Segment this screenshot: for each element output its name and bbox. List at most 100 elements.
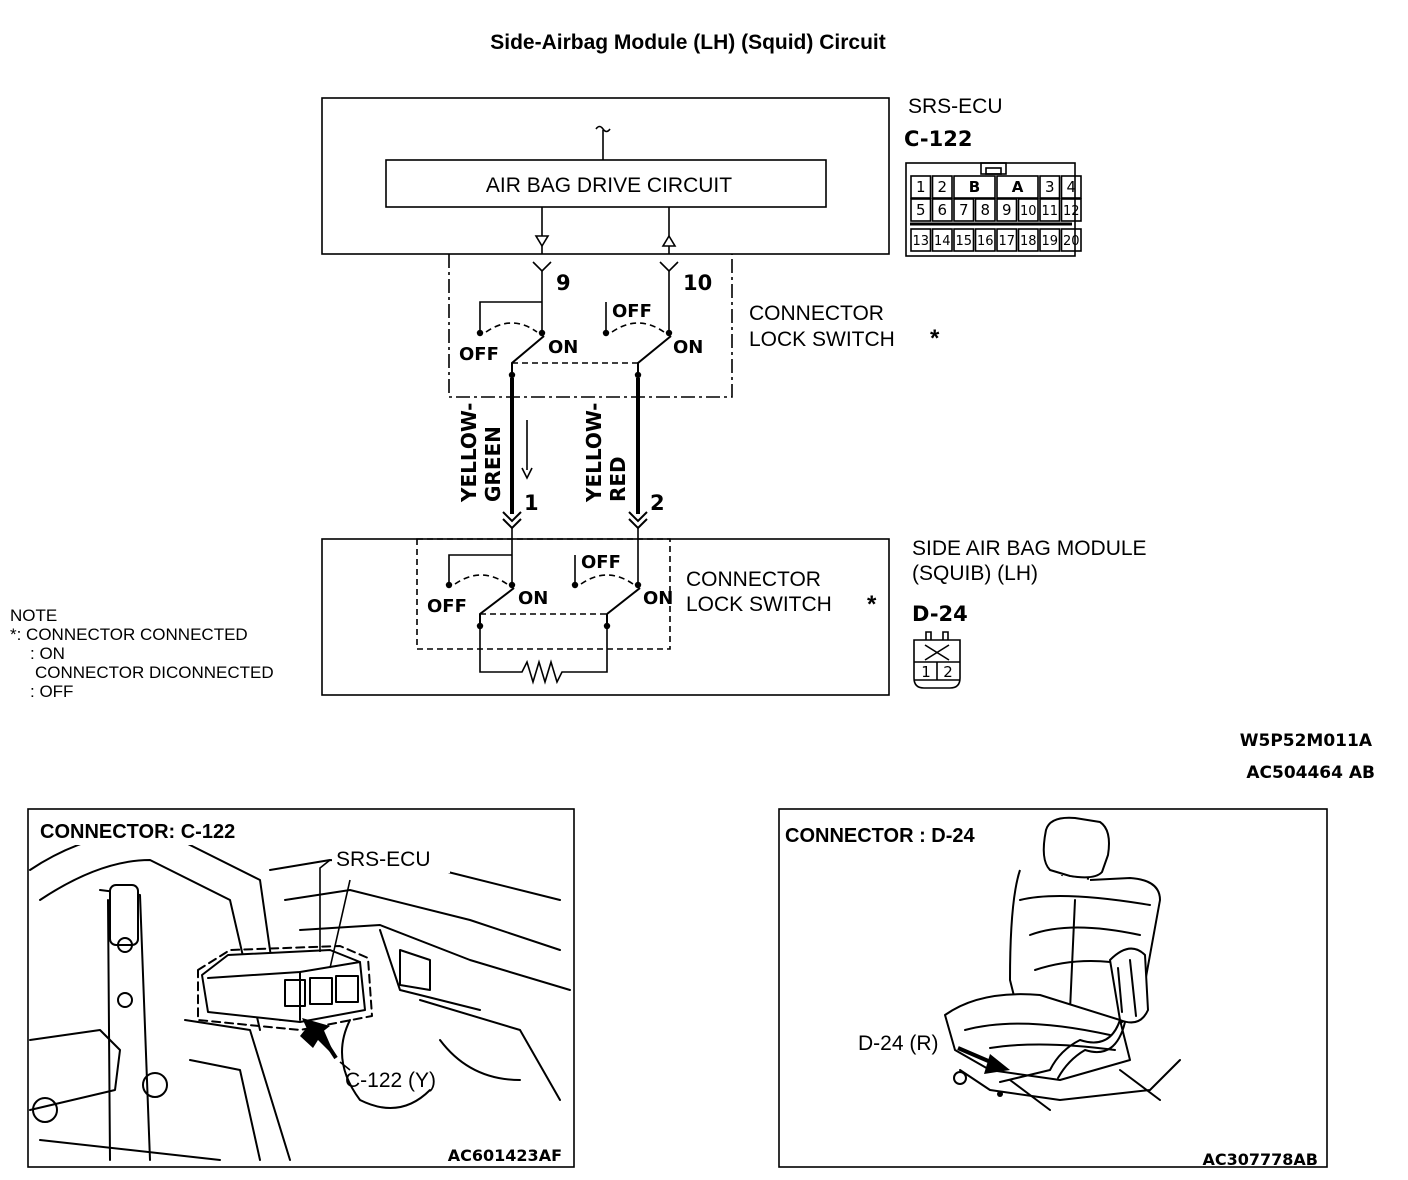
lower-on-label-b: ON [643,588,673,609]
c122-pin-cell [1039,198,1061,222]
upper-switch-b [602,271,673,379]
c122-pin-cell [996,228,1018,252]
view-c122-code: AC601423AF [448,1146,562,1165]
module-connector-label: D-24 [912,602,968,626]
callout-d24-connector: D-24 (R) [858,1032,939,1055]
note-line-3: CONNECTOR DICONNECTED [35,663,274,682]
page-title: Side-Airbag Module (LH) (Squid) Circuit [490,31,885,54]
wire-left-color-line2: GREEN [481,426,505,502]
location-view-c122: CONNECTOR: C-122 SRS-ECU C-122 (Y) AC601… [27,808,575,1168]
note-line-4: : OFF [30,682,73,701]
ecu-name-label: SRS-ECU [908,95,1003,118]
upper-on-label-b: ON [673,337,703,358]
lower-on-label-a: ON [518,588,548,609]
wire-pin-1-label: 1 [524,491,539,515]
view-d24-code: AC307778AB [1203,1150,1319,1169]
c122-pin-cell [1060,228,1082,252]
d24-blocked-cavity-icon [924,644,950,661]
c122-pin-cell [1017,228,1039,252]
lower-star-marker: * [867,591,877,618]
terminal-10-label: 10 [683,271,712,295]
terminal-10-splice-icon [659,261,679,273]
d24-pin-2: 2 [943,663,953,681]
current-flow-arrow-icon [521,467,533,480]
drive-circuit-box [385,159,827,208]
power-tilde-icon [595,125,611,133]
lower-switch-b [571,528,642,630]
c122-pin-9: 9 [1002,201,1012,219]
module-outline [321,538,890,696]
arrow-down-icon [534,235,550,248]
srs-ecu-block: AIR BAG DRIVE CIRCUIT [321,97,890,255]
c122-pin-cell [931,175,953,199]
side-airbag-module-icon [1109,947,1149,1024]
upper-lock-switch-label-1: CONNECTOR [749,302,884,325]
c122-pin-1: 1 [916,178,926,196]
wire-2-connector-icon [628,511,648,530]
note-line-1: *: CONNECTOR CONNECTED [10,625,248,644]
wire-right-color-line1: YELLOW- [582,403,606,503]
squib-resistor-icon [479,626,608,685]
figure-code: AC504464 AB [1246,763,1375,783]
upper-off-label-a: OFF [459,344,499,365]
view-d24-title: CONNECTOR : D-24 [785,825,976,847]
terminal-9-label: 9 [556,271,571,295]
d24-pin-1: 1 [921,663,931,681]
c122-pin-10: 10 [1020,204,1037,219]
c122-pin-cell [910,198,932,222]
terminal-9-splice-icon [532,261,552,273]
c122-pin-cell [1060,198,1082,222]
c122-pin-cell [996,175,1039,199]
c122-pin-13: 13 [912,234,929,249]
callout-c122-connector: C-122 (Y) [345,1069,436,1092]
c122-pin-B: B [969,178,980,196]
wire-left-color-line1: YELLOW- [457,403,481,503]
c122-pin-18: 18 [1020,234,1037,249]
upper-on-label-a: ON [548,337,578,358]
c122-pin-8: 8 [980,201,990,219]
c122-pin-5: 5 [916,201,926,219]
lower-lock-switch-label-2: LOCK SWITCH [686,593,832,616]
c122-pin-16: 16 [977,234,994,249]
upper-star-marker: * [930,325,940,352]
seat-headrest-icon [1042,816,1110,879]
wire-right-color-line2: RED [606,456,630,502]
c122-pin-cell [953,228,975,252]
c122-pin-cell [953,198,975,222]
note-block: NOTE *: CONNECTOR CONNECTED : ON CONNECT… [10,606,274,701]
ecu-connector-label: C-122 [904,127,972,151]
lower-off-label-b: OFF [581,552,621,573]
c122-pin-15: 15 [955,234,972,249]
c122-pin-cell [910,175,932,199]
arrow-up-icon [661,234,677,247]
diagram-code: W5P52M011A [1240,731,1373,751]
c122-pin-cell [931,198,953,222]
c122-pin-cell [953,175,996,199]
c122-pin-20: 20 [1063,234,1080,249]
view-c122-title: CONNECTOR: C-122 [40,821,235,843]
c122-pin-12: 12 [1063,204,1080,219]
module-name-line1: SIDE AIR BAG MODULE [912,537,1147,560]
wire-pin-2-label: 2 [650,491,665,515]
srs-ecu-highlight-outline [197,945,373,1031]
callout-srs-ecu: SRS-ECU [336,848,431,871]
upper-switch-boundary [448,254,733,398]
c122-pin-cell [1017,198,1039,222]
view-d24-frame [778,808,1328,1168]
c122-pin-cell [1060,175,1082,199]
drive-circuit-label: AIR BAG DRIVE CIRCUIT [486,174,732,197]
view-c122-frame [27,808,575,1168]
upper-lock-switch-label-2: LOCK SWITCH [749,328,895,351]
connector-pointer-arrow-icon [300,1026,336,1058]
note-heading: NOTE [10,606,57,625]
lower-switch-boundary [416,538,671,650]
c122-pin-19: 19 [1041,234,1058,249]
c122-pin-3: 3 [1045,178,1055,196]
note-line-2: : ON [30,644,65,663]
c122-pin-cell [931,228,953,252]
location-view-d24: CONNECTOR : D-24 D-24 (R) AC307778AB [778,808,1328,1169]
c122-pin-cell [1039,175,1061,199]
c122-pin-cell [996,198,1018,222]
